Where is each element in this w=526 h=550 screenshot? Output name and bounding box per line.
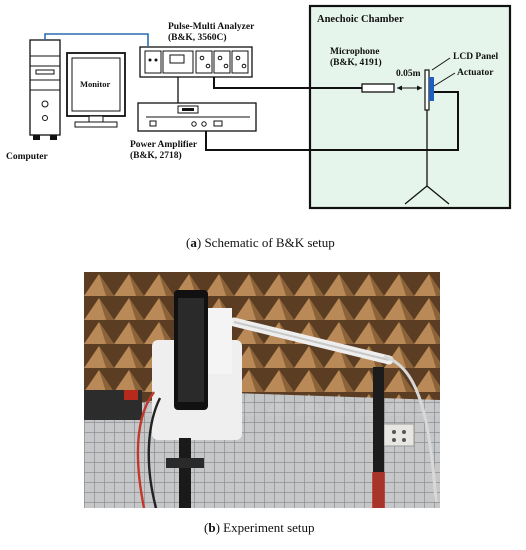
tripod-stand <box>404 110 450 205</box>
microphone-cable <box>383 354 438 503</box>
computer-tower <box>29 39 61 140</box>
actuator-cable <box>205 91 459 151</box>
red-lead <box>136 391 155 508</box>
pulse-analyzer-device <box>139 46 253 78</box>
microphone-stand <box>373 367 384 508</box>
lcd-panel <box>424 69 430 111</box>
amplifier-label: Power Amplifier(B&K, 2718) <box>130 140 198 161</box>
actuator-clamp <box>208 308 232 374</box>
microphone-probe <box>361 83 395 93</box>
analyzer-label: Pulse-Multi Analyzer(B&K, 3560C) <box>168 22 255 43</box>
schematic-diagram <box>29 4 512 210</box>
monitor-icon <box>66 52 126 128</box>
microphone-label: Microphone(B&K, 4191) <box>330 47 382 68</box>
experiment-photo <box>84 272 440 508</box>
usb-cable <box>44 33 149 47</box>
mic-cable <box>213 77 362 89</box>
distance-label: 0.05m <box>396 69 421 79</box>
lcd-panel-label: LCD Panel <box>453 52 499 62</box>
monitor-label: Monitor <box>80 79 111 89</box>
caption-b: (b) Experiment setup <box>204 520 315 535</box>
computer-label: Computer <box>6 152 48 162</box>
holder-tripod <box>179 438 191 508</box>
chamber-label: Anechoic Chamber <box>317 14 404 25</box>
connector-box <box>383 423 415 447</box>
lcd-pointer <box>431 57 451 71</box>
power-amplifier-device <box>137 102 257 132</box>
actuator-block <box>429 77 434 101</box>
actuator-label: Actuator <box>457 68 494 78</box>
caption-a: (a) Schematic of B&K setup <box>186 235 335 250</box>
actuator-pointer <box>433 72 456 87</box>
black-lead <box>147 397 162 508</box>
anechoic-chamber-box <box>308 4 512 210</box>
